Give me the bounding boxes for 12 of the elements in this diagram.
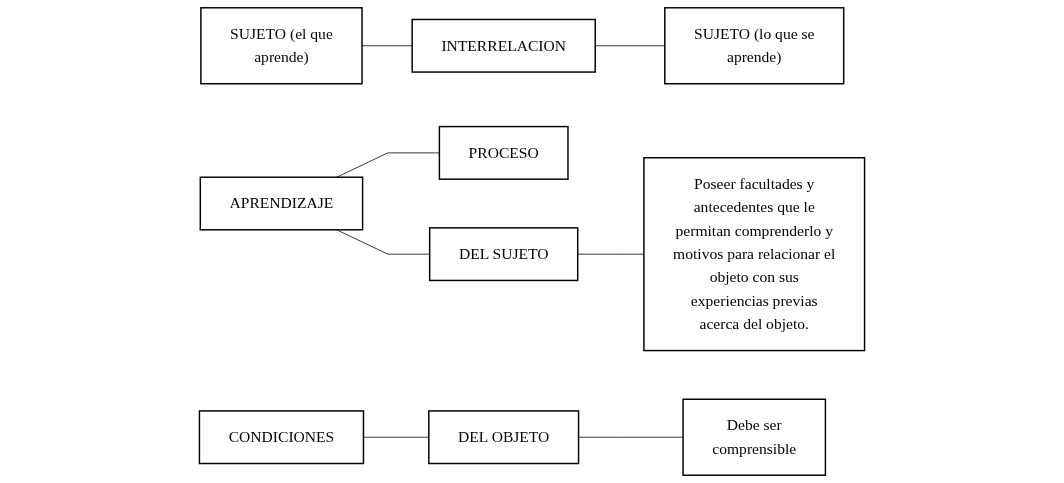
node-box: APRENDIZAJE [199, 176, 364, 231]
node-box: SUJETO (el que aprende) [200, 7, 363, 85]
node-box: CONDICIONES [198, 410, 365, 465]
connector [336, 152, 440, 178]
node-box: DEL SUJETO [428, 227, 579, 282]
node-box: DEL OBJETO [428, 410, 580, 465]
node-box: SUJETO (lo que se aprende) [664, 7, 845, 85]
node-box: Poseer facultades y antecedentes que le permitan comprenderlo y motivos para relacionar el objeto con sus experiencias previas acerca del objeto. [643, 157, 866, 352]
node-box: Debe ser comprensible [682, 398, 827, 476]
node-box: PROCESO [438, 125, 569, 180]
node-box: INTERRELACION [411, 18, 596, 73]
connector [578, 436, 684, 438]
